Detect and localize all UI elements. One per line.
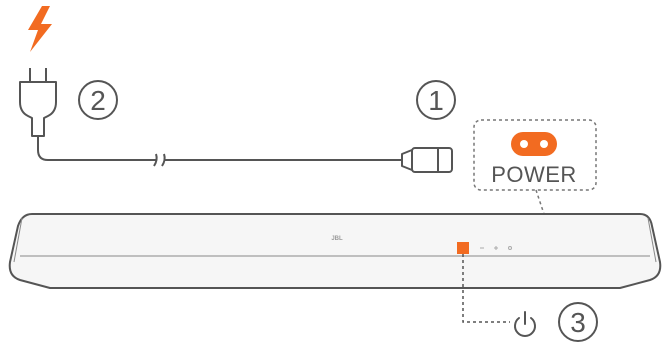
soundbar — [8, 213, 662, 289]
power-plug-icon — [19, 68, 57, 137]
source-button — [508, 246, 512, 250]
step-3-label: 3 — [570, 307, 586, 338]
soundbar-control-buttons — [480, 246, 512, 250]
step-1-marker: 1 — [416, 80, 456, 120]
power-socket-icon — [511, 132, 557, 156]
soundbar-power-button — [457, 242, 469, 254]
power-cable — [37, 136, 402, 167]
power-port-label: POWER — [491, 162, 577, 187]
step-1-label: 1 — [428, 85, 444, 116]
power-connector-icon — [401, 147, 453, 173]
power-button-callout-line — [462, 254, 510, 323]
step-2-label: 2 — [90, 85, 106, 116]
power-port-callout — [473, 119, 597, 215]
soundbar-brand-logo: JBL — [331, 236, 343, 242]
lightning-bolt-icon — [28, 6, 52, 52]
step-3-marker: 3 — [558, 302, 598, 342]
step-2-marker: 2 — [78, 80, 118, 120]
power-standby-icon — [514, 311, 536, 337]
